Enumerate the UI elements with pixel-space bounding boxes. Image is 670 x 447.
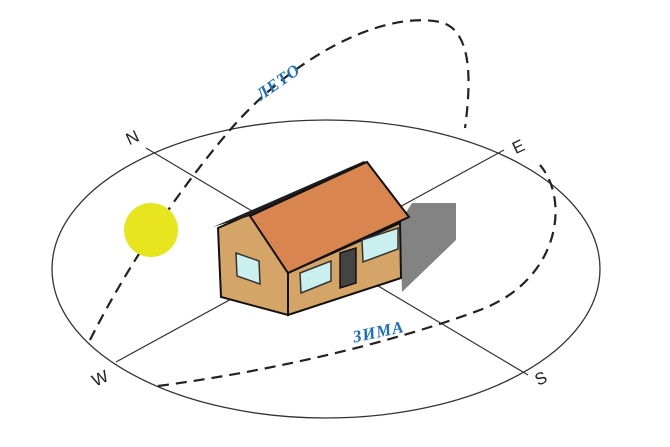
sun-icon bbox=[124, 203, 178, 257]
label-north: N bbox=[123, 127, 142, 149]
label-east: E bbox=[509, 136, 527, 158]
label-south: S bbox=[532, 368, 550, 390]
window-front-left bbox=[299, 259, 332, 295]
window-side bbox=[235, 251, 261, 286]
house bbox=[213, 160, 456, 317]
label-west: W bbox=[89, 366, 112, 390]
winter-sun-path bbox=[157, 164, 557, 388]
roof-back-edge bbox=[213, 161, 367, 227]
summer-label: ЛЕТО bbox=[252, 60, 304, 105]
window-front-right bbox=[361, 226, 399, 264]
horizon-ellipse bbox=[51, 119, 601, 419]
house-shadow bbox=[400, 203, 456, 292]
house-door bbox=[339, 246, 357, 290]
house-roof bbox=[248, 160, 411, 275]
